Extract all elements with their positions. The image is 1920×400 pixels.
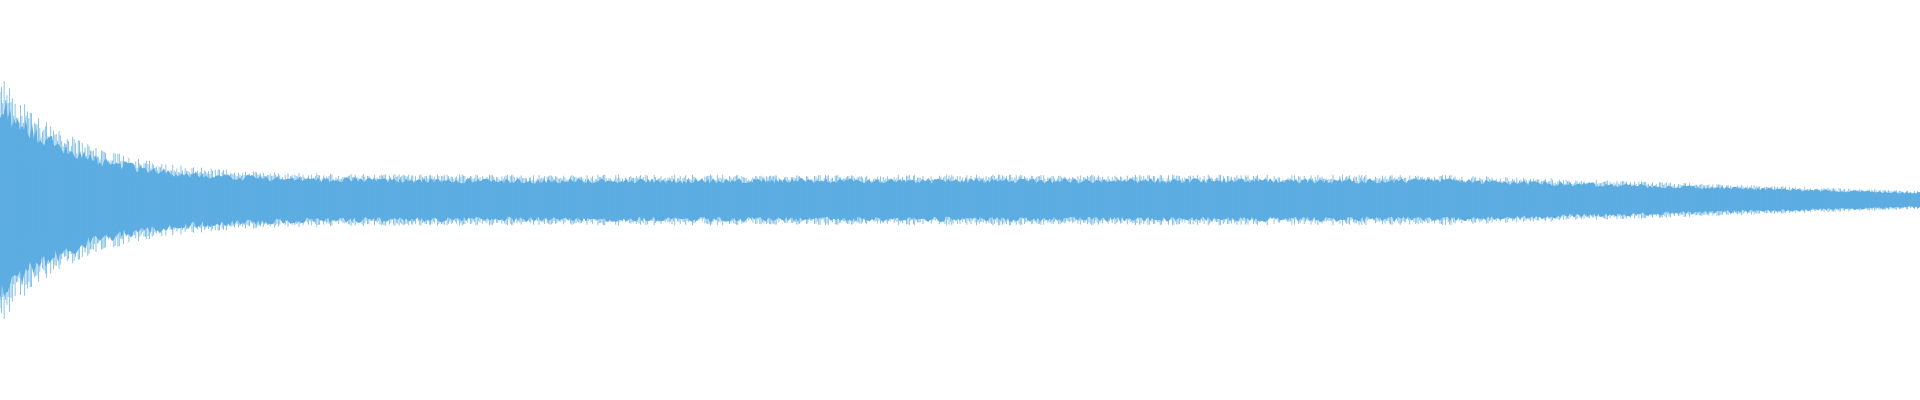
- waveform-detail: [0, 81, 1919, 319]
